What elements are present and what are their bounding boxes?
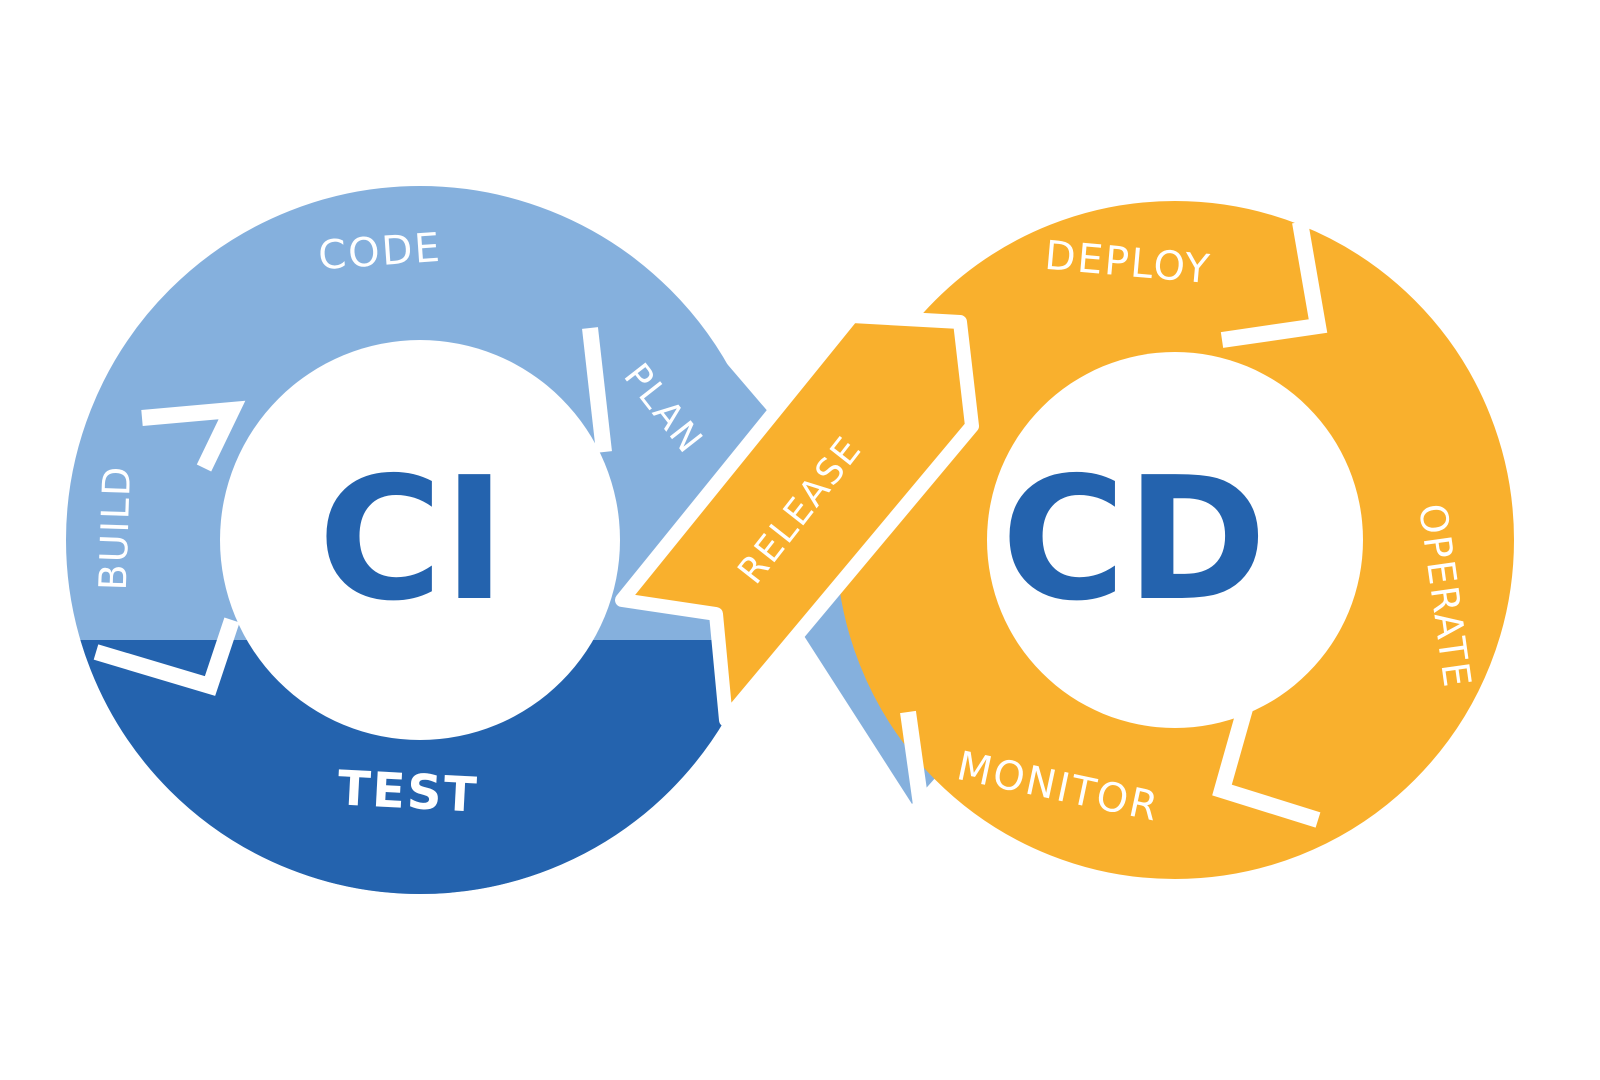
ci-center-label: CI	[318, 441, 506, 639]
ci-separator-code-build	[141, 400, 246, 472]
ci-separator-build-test	[93, 617, 240, 696]
ci-center-circle	[220, 340, 620, 740]
cd-separator-monitor-band	[900, 710, 930, 814]
cd-separator-operate-monitor	[1212, 681, 1321, 828]
release-band	[615, 309, 979, 727]
cd-center-circle	[987, 352, 1363, 728]
test-label: TEST	[336, 760, 480, 823]
build-label: BUILD	[91, 464, 139, 591]
ci-ring-test-segment	[80, 640, 760, 894]
ci-separator-code-plan	[582, 327, 612, 453]
cd-center-label: CD	[1001, 441, 1267, 639]
cd-ring-segments	[836, 201, 1514, 879]
cd-separator-deploy-operate	[1220, 220, 1328, 348]
code-label: CODE	[317, 225, 443, 280]
cd-ring	[836, 201, 1514, 879]
